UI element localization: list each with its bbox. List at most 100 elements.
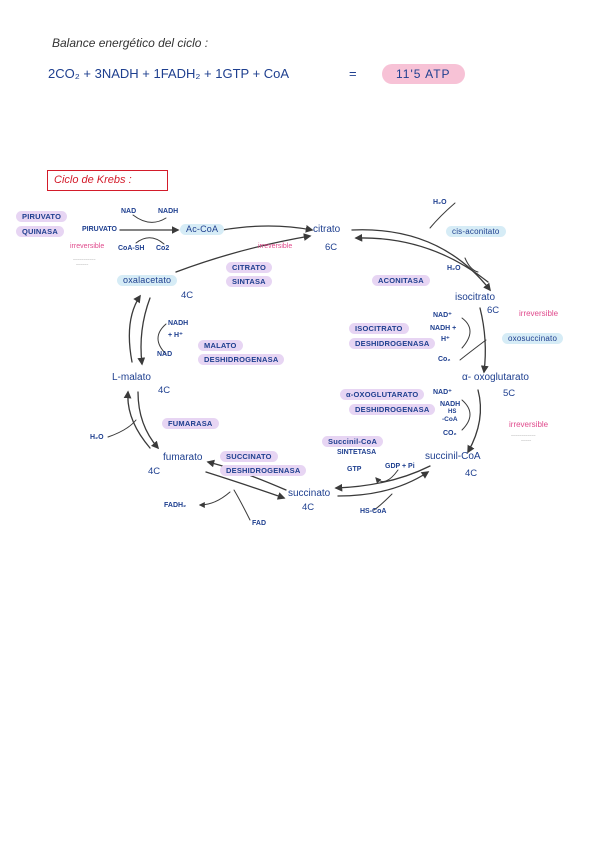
carbon-count-citrato: 6C [325,242,338,253]
balance-equation: 2CO₂ + 3NADH + 1FADH₂ + 1GTP + CoA [48,66,290,81]
carbon-count-fumarato: 4C [148,466,161,477]
carbon-count-isocitrato: 6C [487,305,500,316]
arrow-gdp-gtp [375,469,399,484]
arrow-fadh2 [198,491,231,508]
cofactor-nad-mal: NAD [157,351,173,358]
enzyme-citrato-sintasa-line1: CITRATO [226,262,273,273]
cofactor-nad-iso: NAD⁺ [433,312,452,319]
section-title: Ciclo de Krebs : [47,170,168,191]
cofactor-co2-top: Co2 [156,245,170,252]
arrow-isocitrato-alpha [479,307,489,374]
atp-result-badge: 11'5 ATP [382,64,465,84]
enzyme-isocitrato-dh-line2: DESHIDROGENASA [349,338,436,349]
cofactor-coash: CoA-SH [118,245,145,252]
enzyme-succinil-coa-sintetasa-line1: Succinil-CoA [322,436,384,447]
metabolite-succinato: succinato [288,488,331,499]
scribble-note-left-2: ~~~~~~ [76,263,89,267]
metabolite-alpha-oxoglutarato: α- oxoglutarato [462,372,529,383]
carbon-count-alpha-oxoglutarato: 5C [503,388,516,399]
metabolite-acetyl-coa: Ac-CoA [180,224,225,235]
cofactor-hs-coa: HS-CoA [360,508,387,515]
note-irreversible-right: irreversible [519,309,559,318]
arrow-succinato-succinilcoa [337,471,430,497]
arrow-h2o-left [107,419,137,438]
arrow-nad-nadh-alpha [461,399,471,431]
scribble-note-left: ~~~~~~~~~~~ [73,258,96,262]
note-irreversible-left: irreversible [70,243,105,250]
metabolite-l-malato: L-malato [112,372,151,383]
enzyme-malato-dh-line1: MALATO [198,340,243,351]
cofactor-nad-alpha: NAD⁺ [433,389,452,396]
metabolite-succinil-coa: succinil-CoA [425,451,481,462]
carbon-count-oxalacetato: 4C [181,290,194,301]
arrow-co2-iso [459,339,487,361]
cofactor-h2o-right: H₂O [447,265,461,272]
enzyme-piruvato-quinasa-line2: QUINASA [16,226,64,237]
cofactor-nad-top: NAD [121,208,137,215]
cofactor-hs-alpha: HS [448,409,457,415]
cofactor-hplus-iso: H⁺ [441,336,450,343]
enzyme-aconitasa: ACONITASA [372,275,430,286]
cofactor-fadh2: FADH₂ [164,502,187,509]
arrow-nad-nadh-iso [461,317,471,349]
cofactor-gtp: GTP [347,466,362,473]
arrow-fumarato-succinato [205,471,286,500]
note-irreversible-mid: irreversible [258,243,293,250]
arrow-fad [233,489,251,521]
enzyme-piruvato-quinasa-line1: PIRUVATO [16,211,68,222]
arrow-acoa-citrato [221,225,314,233]
arrow-nad-nadh [132,214,167,223]
metabolite-piruvato: PIRUVATO [82,226,118,233]
cofactor-h2o-left: H₂O [90,434,104,441]
arrow-nadh-nad-mal [157,323,167,355]
carbon-count-succinato: 4C [302,502,315,513]
cofactor-h2o-top: H₂O [433,199,447,206]
cofactor-co2-alpha: CO₂ [443,430,457,437]
enzyme-alpha-oxoglutarato-dh-line1: α-OXOGLUTARATO [340,389,425,400]
enzyme-succinil-coa-sintetasa-line2: SINTETASA [337,449,377,456]
cofactor-nadh-alpha: NADH [440,401,461,408]
scribble-note-right-2: ~~~~~ [521,439,532,443]
arrow-isocitrato-citrato [354,233,489,283]
enzyme-isocitrato-dh-line1: ISOCITRATO [349,323,409,334]
carbon-count-succinil-coa: 4C [465,468,478,479]
cofactor-gdp-pi: GDP + Pi [385,463,415,470]
metabolite-oxosuccinato: oxosuccinato [502,333,564,344]
cofactor-nadh-mal: NADH [168,320,189,327]
enzyme-succinato-dh-line1: SUCCINATO [220,451,278,462]
arrow-h2o-right [464,257,479,273]
cofactor-fad: FAD [252,520,266,527]
enzyme-alpha-oxoglutarato-dh-line2: DESHIDROGENASA [349,404,436,415]
arrow-oxalacetato-citrato [175,233,312,273]
arrow-hscoa [373,493,393,511]
cofactor-nadh-iso: NADH + [430,325,457,332]
cofactor-coa-alpha: -CoA [442,416,458,423]
enzyme-citrato-sintasa-line2: SINTASA [226,276,272,287]
enzyme-fumarasa: FUMARASA [162,418,219,429]
metabolite-citrato: citrato [313,224,341,235]
metabolite-isocitrato: isocitrato [455,292,496,303]
arrow-oxalacetato-malato [137,297,151,366]
arrow-succinilcoa-succinato [334,465,431,492]
carbon-count-l-malato: 4C [158,385,171,396]
enzyme-succinato-dh-line2: DESHIDROGENASA [220,465,307,476]
arrow-h2o-top [429,202,456,229]
metabolite-fumarato: fumarato [163,452,203,463]
arrow-fumarato-malato [123,390,151,449]
metabolite-oxalacetato: oxalacetato [117,275,178,286]
arrow-malato-oxalacetato [128,294,141,363]
arrow-malato-fumarato [137,391,160,450]
arrow-coash-co2 [135,237,165,245]
scribble-note-right: ~~~~~~~~~~~~ [511,434,536,438]
cofactor-co2-iso: Co₂ [438,356,451,363]
metabolite-cis-aconitato: cis-aconitato [446,226,506,237]
cofactor-hplus-mal: + H⁺ [168,332,183,339]
arrow-alpha-succinilcoa [467,389,482,454]
cofactor-nadh-top: NADH [158,208,179,215]
arrow-citrato-isocitrato [351,229,491,292]
note-irreversible-right-2: irreversible [509,420,549,429]
balance-title: Balance energético del ciclo : [52,36,209,50]
enzyme-malato-dh-line2: DESHIDROGENASA [198,354,285,365]
equals-sign: = [349,66,357,81]
